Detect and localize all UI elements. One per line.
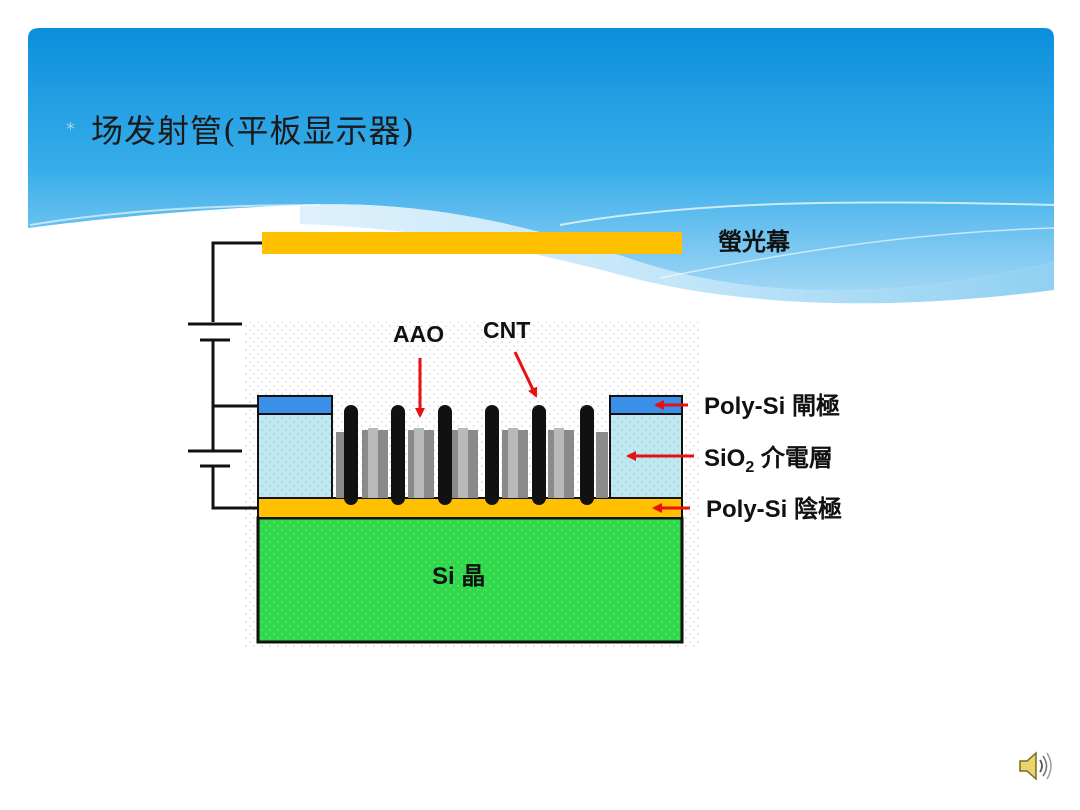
cnt-array bbox=[344, 405, 594, 505]
cathode-label: Poly-Si 陰極 bbox=[706, 495, 842, 523]
wire-top bbox=[211, 241, 240, 322]
phosphor-screen bbox=[262, 232, 682, 254]
dielectric-label: SiO2 介電層 bbox=[704, 445, 833, 476]
dielectric-subscript: 2 bbox=[745, 459, 754, 476]
bullet-icon: * bbox=[66, 118, 75, 140]
cnt-label: CNT bbox=[483, 317, 530, 343]
wire-cathode bbox=[211, 466, 258, 510]
slide-title: 场发射管(平板显示器) bbox=[91, 112, 415, 150]
aao-label: AAO bbox=[393, 321, 444, 347]
cnt-arrow bbox=[513, 351, 538, 398]
speaker-icon[interactable] bbox=[1016, 748, 1056, 784]
screen-label: 螢光幕 bbox=[718, 227, 791, 256]
dielectric-suffix: 介電層 bbox=[754, 445, 833, 472]
gate-left bbox=[257, 395, 333, 415]
dielectric-left bbox=[257, 413, 333, 499]
substrate-label: Si 晶 bbox=[432, 563, 485, 590]
gate-label: Poly-Si 閘極 bbox=[704, 393, 840, 420]
cathode-layer bbox=[257, 497, 683, 519]
aao-highlights bbox=[368, 428, 564, 498]
title-row: * 场发射管(平板显示器) bbox=[66, 106, 415, 152]
dielectric-prefix: SiO bbox=[704, 445, 745, 472]
